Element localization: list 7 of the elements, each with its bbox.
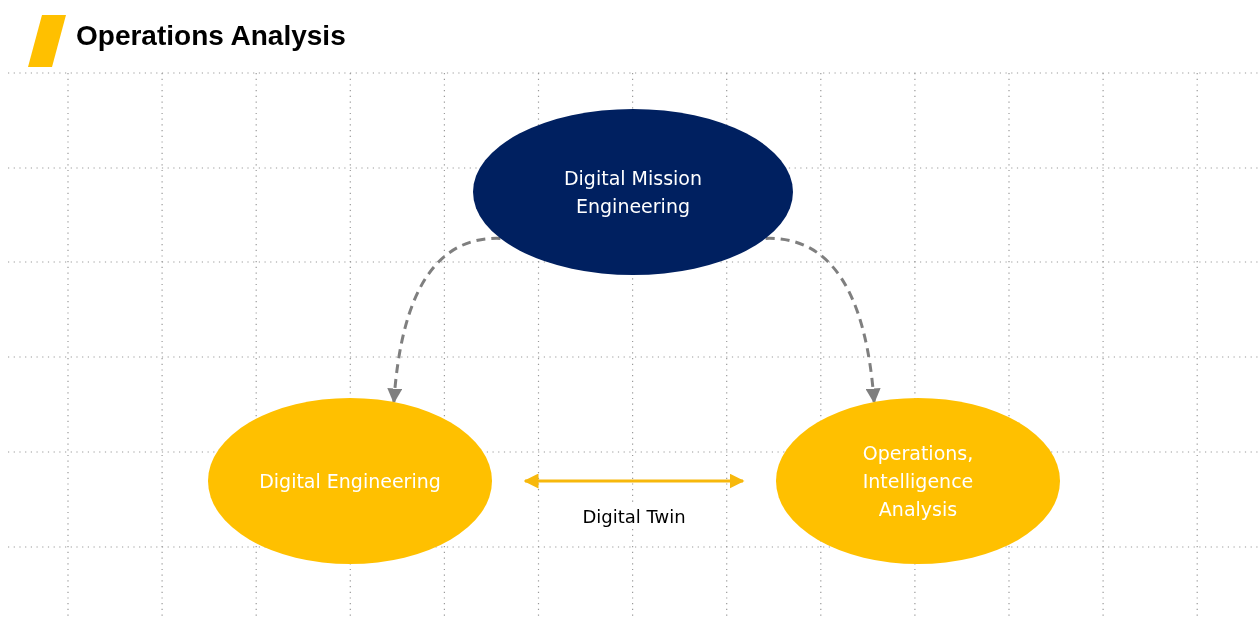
arrow bbox=[387, 236, 501, 404]
title: Operations Analysis bbox=[76, 20, 346, 52]
arrow bbox=[765, 236, 881, 404]
node-label: Digital Engineering bbox=[259, 470, 441, 492]
arrow bbox=[523, 473, 745, 489]
node-label: Digital Mission Engineering bbox=[563, 167, 703, 217]
node-label: Operations, Intelligence Analysis bbox=[862, 442, 974, 520]
